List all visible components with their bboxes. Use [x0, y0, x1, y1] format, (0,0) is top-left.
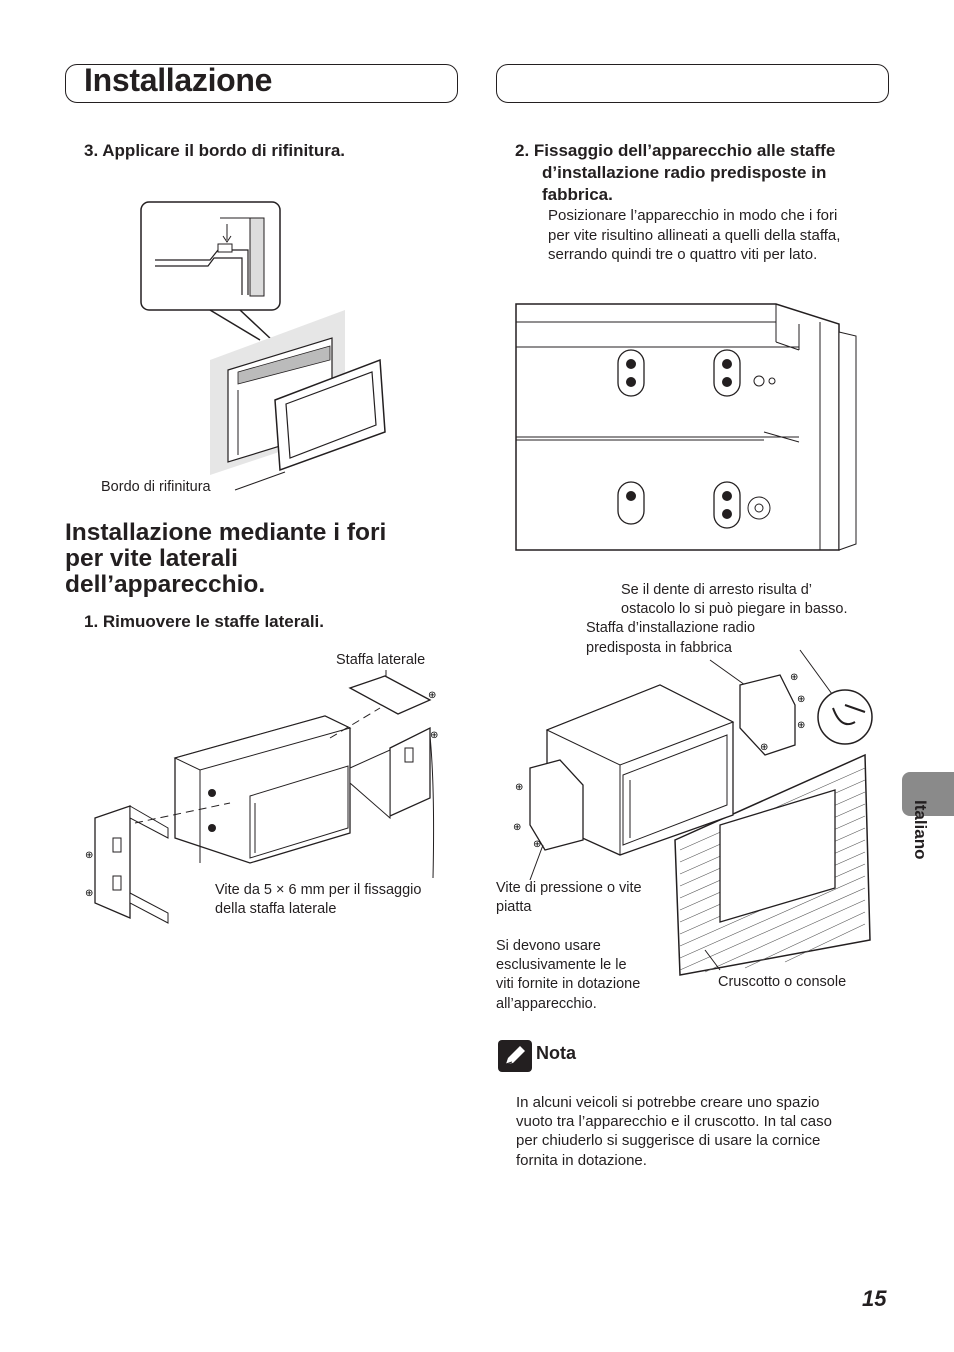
- language-tab: [902, 772, 954, 816]
- section-title: Installazione mediante i fori per vite l…: [65, 519, 387, 598]
- svg-text:⊕: ⊕: [85, 850, 93, 861]
- page-title: Installazione: [84, 62, 273, 98]
- pressure-screw-caption-line-2: piatta: [496, 899, 532, 915]
- step-2-heading-line-1: 2. Fissaggio dell’apparecchio alle staff…: [515, 141, 836, 160]
- nota-label: Nota: [536, 1043, 576, 1063]
- dash-installation-illustration: ⊕ ⊕ ⊕ ⊕ ⊕ ⊕ ⊕: [513, 649, 873, 976]
- tab-caption-line-1: Se il dente di arresto risulta d’: [621, 582, 813, 598]
- nota-line-1: In alcuni veicoli si potrebbe creare uno…: [516, 1094, 820, 1111]
- header-box-left: [65, 64, 458, 103]
- pressure-screw-caption-line-1: Vite di pressione o vite: [496, 880, 642, 896]
- step-3-heading: 3. Applicare il bordo di rifinitura.: [84, 141, 346, 160]
- only-screws-caption-line-2: esclusivamente le le: [496, 957, 627, 973]
- language-label: Italiano: [898, 800, 954, 880]
- svg-text:⊕: ⊕: [430, 730, 438, 741]
- svg-text:⊕: ⊕: [85, 888, 93, 899]
- side-bracket-caption: Staffa laterale: [336, 652, 426, 668]
- svg-text:⊕: ⊕: [428, 690, 436, 701]
- svg-text:⊕: ⊕: [533, 839, 541, 850]
- only-screws-caption-line-3: viti fornite in dotazione: [496, 976, 641, 992]
- nota-line-3: per chiuderlo si suggerisce di usare la …: [516, 1132, 821, 1149]
- only-screws-caption-line-1: Si devono usare: [496, 938, 601, 954]
- only-screws-caption-line-4: all’apparecchio.: [496, 996, 597, 1012]
- step-2-body-line-2: per vite risultino allineati a quelli de…: [548, 227, 841, 244]
- tab-caption-line-2: ostacolo lo si può piegare in basso.: [621, 601, 848, 617]
- svg-text:⊕: ⊕: [797, 720, 805, 731]
- trim-caption: Bordo di rifinitura: [101, 479, 211, 495]
- screw-caption-line-1: Vite da 5 × 6 mm per il fissaggio: [215, 882, 422, 898]
- step-2-body-line-3: serrando quindi tre o quattro viti per l…: [548, 246, 818, 263]
- svg-text:⊕: ⊕: [790, 672, 798, 683]
- nota-line-2: vuoto tra l’apparecchio e il cruscotto. …: [516, 1113, 832, 1130]
- page-number: 15: [862, 1286, 887, 1311]
- svg-text:⊕: ⊕: [760, 742, 768, 753]
- language-label-text: Italiano: [911, 800, 930, 860]
- factory-bracket-caption-line-2: predisposta in fabbrica: [586, 640, 732, 656]
- factory-bracket-closeup: [515, 303, 857, 551]
- side-bracket-illustration: ⊕ ⊕ ⊕ ⊕: [85, 670, 438, 924]
- step-2-heading-line-3: fabbrica.: [542, 185, 613, 204]
- step-2-heading-line-2: d’installazione radio predisposte in: [542, 163, 827, 182]
- pencil-icon: [498, 1040, 532, 1072]
- step-2-body-line-1: Posizionare l’apparecchio in modo che i …: [548, 207, 838, 224]
- step-1-heading: 1. Rimuovere le staffe laterali.: [84, 612, 324, 631]
- svg-text:⊕: ⊕: [513, 822, 521, 833]
- factory-bracket-caption-line-1: Staffa d’installazione radio: [586, 620, 756, 636]
- screw-caption-line-2: della staffa laterale: [215, 901, 337, 917]
- nota-line-4: fornita in dotazione.: [516, 1152, 647, 1169]
- svg-text:⊕: ⊕: [515, 782, 523, 793]
- svg-text:⊕: ⊕: [797, 694, 805, 705]
- trim-ring-illustration: [140, 201, 386, 491]
- dash-caption: Cruscotto o console: [718, 974, 847, 990]
- header-box-right: [496, 64, 889, 103]
